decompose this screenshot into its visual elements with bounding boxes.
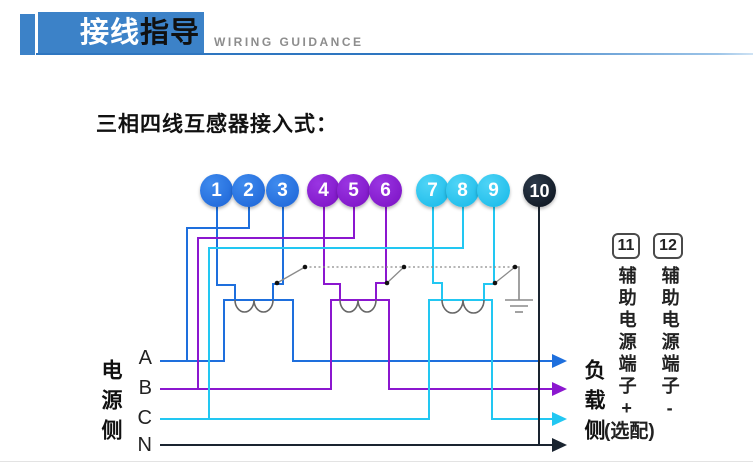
optional-note: (选配)	[604, 421, 655, 442]
terminal-8: 8	[446, 174, 479, 207]
phase-b-arrowhead	[552, 382, 567, 396]
terminal-10: 10	[523, 174, 556, 207]
junction-dots	[274, 264, 518, 286]
aux-caption-12: 辅助电源端子-	[659, 266, 680, 422]
terminal-9-wire	[483, 206, 495, 300]
terminal-3: 3	[266, 174, 299, 207]
load-side-label: 负载侧	[582, 359, 605, 449]
terminal-6-wire	[375, 206, 387, 300]
phase-a-line	[160, 299, 552, 362]
terminal-8-voltage-tap	[208, 206, 464, 419]
phase-c-line	[160, 299, 552, 420]
neutral-label: N	[137, 434, 152, 456]
switch-blade-3	[494, 266, 516, 284]
terminal-7: 7	[416, 174, 449, 207]
ct3-coil	[441, 299, 485, 314]
ground-stem	[515, 266, 520, 300]
aux-terminal-11-box: 11	[612, 233, 640, 259]
ground-symbol	[505, 266, 533, 313]
aux-caption-11: 辅助电源端子+	[616, 266, 637, 422]
header-subtitle: WIRING GUIDANCE	[214, 35, 364, 49]
neutral-arrowhead	[552, 438, 567, 452]
terminal-1-wire	[216, 206, 236, 300]
source-side-label: 电源侧	[99, 359, 122, 449]
header-title-box: 接线指导	[38, 12, 204, 55]
terminal-2-voltage-tap	[186, 206, 250, 361]
phase-b-label: B	[138, 377, 152, 399]
terminal-2: 2	[232, 174, 265, 207]
terminal-3-wire	[272, 206, 284, 300]
terminal-7-wire	[432, 206, 443, 300]
phase-c-arrowhead	[552, 412, 567, 426]
phase-a-wires	[160, 206, 567, 368]
phase-a-label: A	[138, 347, 152, 369]
phase-b-line	[160, 299, 552, 390]
switch-bus	[276, 266, 516, 284]
terminal-5: 5	[337, 174, 370, 207]
switch-blade-2	[386, 266, 405, 284]
brand-text-primary: 接线	[79, 17, 140, 49]
header-underline	[36, 53, 753, 55]
header-accent-bar	[20, 14, 35, 55]
ct2-coil	[339, 299, 377, 313]
terminal-4: 4	[307, 174, 340, 207]
phase-b-wires	[160, 206, 567, 396]
ct1-coil	[234, 299, 274, 313]
phase-a-arrowhead	[552, 354, 567, 368]
aux-terminal-12-box: 12	[653, 233, 683, 259]
terminal-6: 6	[369, 174, 402, 207]
terminal-5-voltage-tap	[197, 206, 355, 389]
terminal-4-wire	[323, 206, 341, 300]
section-title: 三相四线互感器接入式：	[96, 113, 338, 136]
phase-c-wires	[160, 206, 567, 426]
switch-blade-1	[276, 266, 306, 284]
phase-c-label: C	[137, 407, 152, 429]
ct-coils	[234, 299, 485, 314]
terminal-9: 9	[477, 174, 510, 207]
terminal-1: 1	[200, 174, 233, 207]
brand-text-secondary: 指导	[139, 17, 200, 49]
neutral-wires	[160, 206, 567, 452]
